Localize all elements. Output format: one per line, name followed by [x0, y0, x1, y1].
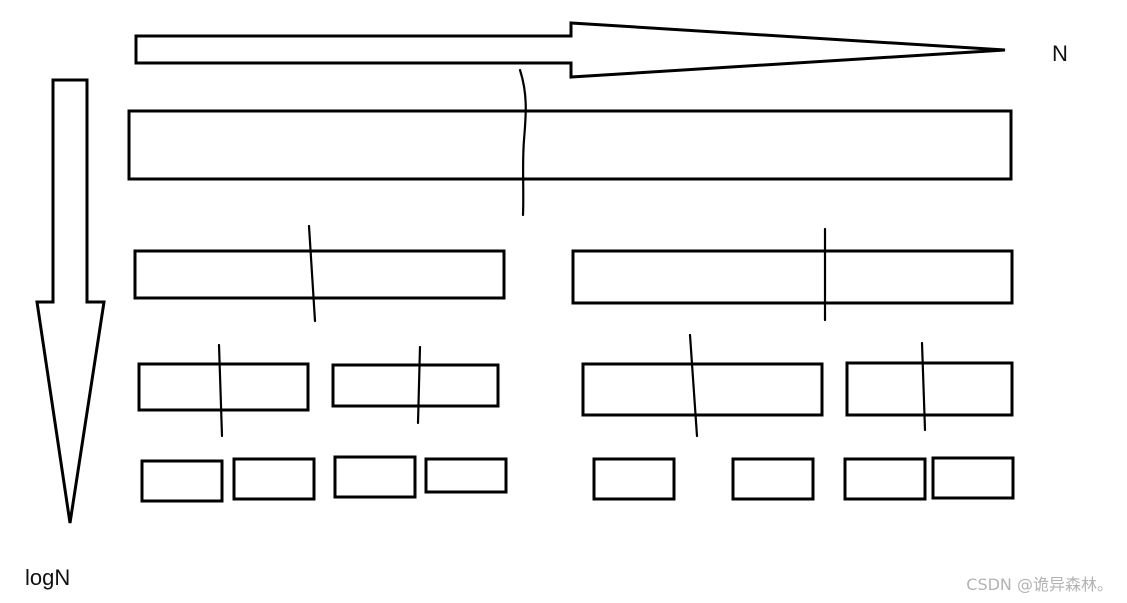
split-line — [920, 341, 927, 432]
watermark: CSDN @诡异森林。 — [966, 575, 1113, 594]
array-block — [845, 361, 1014, 417]
depth-label: logN — [25, 565, 71, 590]
split-line — [688, 333, 699, 438]
array-block — [592, 457, 676, 501]
array-block — [843, 457, 927, 501]
array-block — [571, 249, 1014, 305]
array-block — [133, 249, 506, 300]
array-block — [424, 457, 508, 494]
array-block — [127, 109, 1013, 181]
level-0 — [127, 68, 1013, 217]
split-line — [217, 343, 224, 438]
array-block — [140, 459, 224, 503]
array-block — [333, 455, 417, 499]
split-line — [518, 68, 527, 217]
vertical-arrow — [35, 78, 106, 524]
array-block — [931, 456, 1015, 500]
array-block — [581, 362, 824, 417]
array-block — [731, 457, 815, 501]
level-3 — [140, 455, 1015, 503]
array-block — [331, 363, 500, 408]
split-line — [307, 224, 317, 323]
array-block — [137, 362, 310, 412]
width-label: N — [1052, 41, 1068, 66]
level-2 — [137, 333, 1014, 438]
array-block — [232, 457, 316, 501]
horizontal-arrow — [134, 21, 1006, 79]
level-1 — [133, 224, 1014, 323]
split-line — [416, 345, 422, 425]
